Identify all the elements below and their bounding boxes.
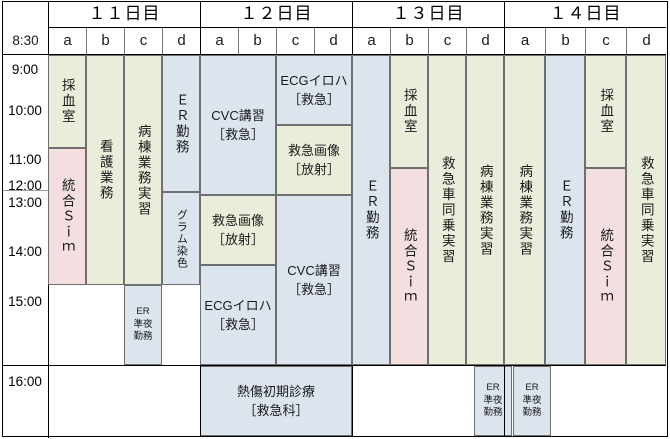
block-day13-c-kyukyusha-dojo-jisshu[interactable]: 救急車同乗実習 <box>428 55 466 365</box>
time-label-0900: 9:00 <box>11 62 39 77</box>
block-day14-a-er-junya-kinmu[interactable]: ER 準夜 勤務 <box>513 366 551 436</box>
block-day13-d-er-junya-kinmu[interactable]: ER 準夜 勤務 <box>474 366 512 436</box>
block-day12-ab-kyukyu-gazo[interactable]: 救急画像 ［放射］ <box>200 195 276 265</box>
block-label: 救急車同乗実習 <box>439 155 455 265</box>
block-label: 病棟業務実習 <box>135 123 151 217</box>
block-label: ER 準夜 勤務 <box>483 381 503 419</box>
subcol-13-a: a <box>352 28 390 55</box>
day-header-12: １２日目 <box>200 2 352 28</box>
subcol-12-a: a <box>200 28 238 55</box>
subcol-12-b: b <box>238 28 276 55</box>
block-day11-c-er-junya-kinmu[interactable]: ER 準夜 勤務 <box>124 285 162 365</box>
subcol-14-a: a <box>504 28 545 55</box>
block-label: 救急車同乗実習 <box>638 155 654 265</box>
block-label: 採血室 <box>401 88 417 135</box>
block-label: 救急画像 ［放射］ <box>287 142 340 178</box>
subcol-11-b: b <box>86 28 124 55</box>
time-divider-1300 <box>3 190 48 191</box>
header-corner-blank <box>3 2 48 28</box>
block-day11-d-er-kinmu[interactable]: ＥＲ勤務 <box>162 55 200 192</box>
time-label-1400: 14:00 <box>8 244 42 259</box>
block-label: ER 準夜 勤務 <box>133 305 153 343</box>
block-label: 看護業務 <box>97 139 113 201</box>
day-header-11: １１日目 <box>48 2 200 28</box>
block-label: 病棟業務実習 <box>477 163 493 257</box>
block-label: 病棟業務実習 <box>517 163 533 257</box>
bottom-divider-day14-left <box>504 365 505 437</box>
block-day12-cd-cvc-koshu[interactable]: CVC講習 ［救急］ <box>276 195 352 365</box>
block-label: ＥＲ勤務 <box>557 179 573 241</box>
block-label: ER 準夜 勤務 <box>522 381 542 419</box>
subcol-13-c: c <box>428 28 466 55</box>
time-label-1100: 11:00 <box>8 152 42 167</box>
subcol-14-c: c <box>585 28 626 55</box>
subcol-11-c: c <box>124 28 162 55</box>
bottom-divider-day13-left <box>352 365 353 437</box>
block-day14-c-sogo-sim[interactable]: 統合Ｓｉｍ <box>585 168 626 365</box>
day-header-14: １４日目 <box>504 2 666 28</box>
block-label: 救急画像 ［放射］ <box>211 212 264 248</box>
block-label: CVC講習 ［救急］ <box>211 107 265 143</box>
subcol-12-d: d <box>314 28 352 55</box>
block-label: 統合Ｓｉｍ <box>598 227 614 306</box>
block-day11-a-sogo-sim[interactable]: 統合Ｓｉｍ <box>48 148 86 285</box>
block-day12-ab-ecg-irohua[interactable]: ECGイロハ ［救急］ <box>200 265 276 365</box>
block-day11-c-byoto-gyomu-jisshu[interactable]: 病棟業務実習 <box>124 55 162 285</box>
time-label-1200: 12:00 <box>8 178 42 193</box>
block-day14-d-kyukyusha-dojo-jisshu[interactable]: 救急車同乗実習 <box>626 55 666 365</box>
block-day13-a-er-kinmu[interactable]: ＥＲ勤務 <box>352 55 390 365</box>
block-day14-c-saiketsushitsu[interactable]: 採血室 <box>585 55 626 168</box>
block-day11-b-kangogyomu[interactable]: 看護業務 <box>86 55 124 285</box>
bottom-divider-day12-left <box>200 365 201 437</box>
block-day14-b-er-kinmu[interactable]: ＥＲ勤務 <box>545 55 585 365</box>
block-day13-b-saiketsushitsu[interactable]: 採血室 <box>390 55 428 168</box>
time-label-1300: 13:00 <box>8 195 42 210</box>
block-day11-d-gram-senshoku[interactable]: グラム染色 <box>162 192 200 285</box>
block-day12-cd-kyukyu-gazo[interactable]: 救急画像 ［放射］ <box>276 125 352 195</box>
time-label-1500: 15:00 <box>8 294 42 309</box>
block-day12-ab-cvc-koshu[interactable]: CVC講習 ［救急］ <box>200 55 276 195</box>
time-label-1000: 10:00 <box>8 103 42 118</box>
block-day13-d-byoto-gyomu-jisshu[interactable]: 病棟業務実習 <box>466 55 504 365</box>
block-day12-cd-ecg-irohua[interactable]: ECGイロハ ［救急］ <box>276 55 352 125</box>
block-day13-b-sogo-sim[interactable]: 統合Ｓｉｍ <box>390 168 428 365</box>
day-header-13: １３日目 <box>352 2 504 28</box>
subcol-12-c: c <box>276 28 314 55</box>
block-label: 採血室 <box>598 88 614 135</box>
block-label: グラム染色 <box>175 208 188 269</box>
row-divider-1600 <box>3 365 666 366</box>
block-label: ＥＲ勤務 <box>363 179 379 241</box>
block-day11-a-saiketsushitsu[interactable]: 採血室 <box>48 55 86 148</box>
block-label: 熱傷初期診療 ［救急科］ <box>236 383 315 419</box>
subcol-13-d: d <box>466 28 504 55</box>
block-label: 統合Ｓｉｍ <box>59 177 75 256</box>
time-label-1600: 16:00 <box>8 374 42 389</box>
block-day12-bottom-nessho-shoki-shinryo[interactable]: 熱傷初期診療 ［救急科］ <box>200 366 352 436</box>
subcol-13-b: b <box>390 28 428 55</box>
block-day14-a-byoto-gyomu-jisshu[interactable]: 病棟業務実習 <box>504 55 545 365</box>
subcol-14-d: d <box>626 28 666 55</box>
block-label: ECGイロハ ［救急］ <box>204 297 272 333</box>
block-label: 採血室 <box>59 78 75 125</box>
block-label: CVC講習 ［救急］ <box>287 262 341 298</box>
subcol-11-d: d <box>162 28 200 55</box>
block-label: ECGイロハ ［救急］ <box>280 72 348 108</box>
block-label: 統合Ｓｉｍ <box>401 227 417 306</box>
subcol-14-b: b <box>545 28 585 55</box>
header-time-830: 8:30 <box>3 28 48 55</box>
subcol-11-a: a <box>48 28 86 55</box>
block-label: ＥＲ勤務 <box>173 92 189 155</box>
